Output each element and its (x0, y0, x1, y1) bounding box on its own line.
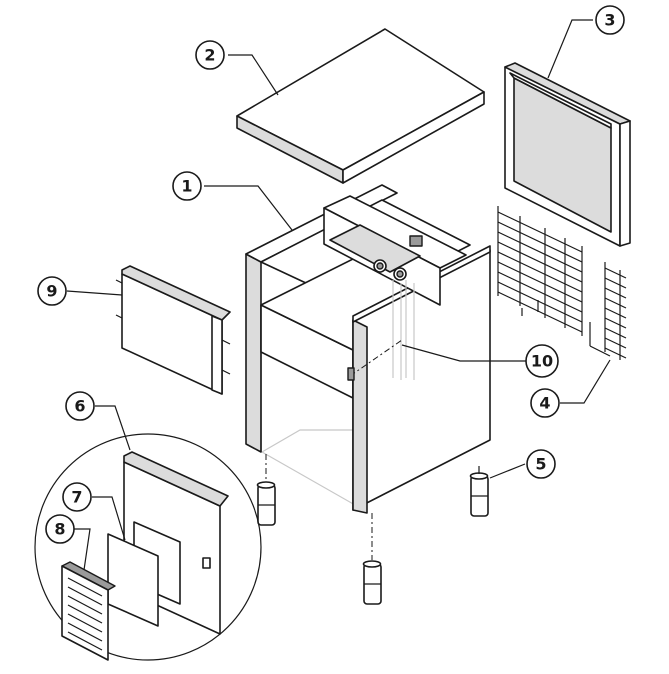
part-8-grille (61, 561, 116, 661)
callout-5-label: 5 (535, 455, 546, 474)
part-2-top-slab (236, 28, 485, 184)
callout-2: 2 (195, 40, 225, 70)
callout-6: 6 (65, 391, 95, 421)
foot-right (469, 466, 489, 517)
callout-3: 3 (595, 5, 625, 35)
callout-10: 10 (525, 344, 559, 378)
part-9-side-panel (115, 265, 231, 395)
callout-9-label: 9 (46, 282, 57, 301)
part-3-rear-panel (504, 62, 631, 247)
callout-4-label: 4 (539, 394, 550, 413)
callout-7: 7 (62, 482, 92, 512)
part-10-pin (347, 339, 403, 381)
foot-front (362, 513, 382, 605)
callout-10-label: 10 (531, 352, 553, 371)
internal-bracket-assembly (323, 195, 467, 380)
part-5-feet (256, 454, 489, 605)
callout-1: 1 (172, 171, 202, 201)
callout-1-label: 1 (181, 177, 192, 196)
foot-left (256, 454, 276, 526)
callout-7-label: 7 (71, 488, 82, 507)
detail-inset (34, 433, 262, 661)
callout-6-label: 6 (74, 397, 85, 416)
callout-3-label: 3 (604, 11, 615, 30)
callout-2-label: 2 (204, 46, 215, 65)
leader-lines (66, 19, 611, 571)
part-7-filter-sheet (107, 533, 159, 627)
callout-8: 8 (45, 514, 75, 544)
callout-9: 9 (37, 276, 67, 306)
part-4-wire-racks (497, 206, 627, 360)
callout-8-label: 8 (54, 520, 65, 539)
callout-5: 5 (526, 449, 556, 479)
callout-4: 4 (530, 388, 560, 418)
